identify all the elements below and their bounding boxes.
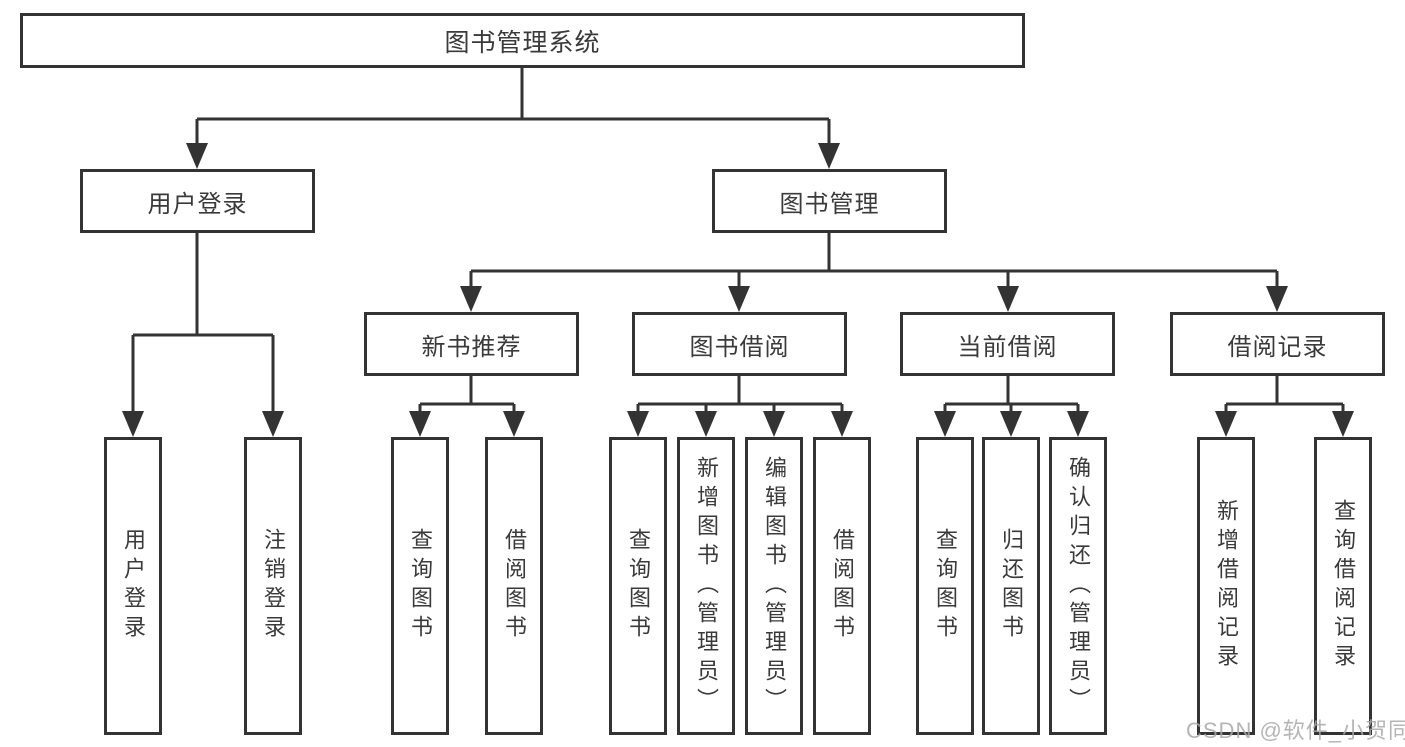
- leaf-query-books-borrow: 查询图书: [609, 437, 667, 735]
- node-label: 查询图书: [933, 528, 958, 644]
- node-user-login: 用户登录: [80, 169, 315, 233]
- node-label: 注销登录: [261, 528, 286, 644]
- leaf-query-books-current: 查询图书: [916, 437, 974, 735]
- node-label: 查询图书: [626, 528, 651, 644]
- arrowhead-icon: [122, 143, 1354, 437]
- node-label: 新书推荐: [421, 333, 522, 361]
- leaf-user-login: 用户登录: [104, 437, 162, 735]
- node-label: 图书管理系统: [444, 28, 601, 57]
- node-borrow-records: 借阅记录: [1170, 312, 1385, 376]
- node-label: 编辑图书（管理员）: [762, 455, 787, 717]
- node-label: 借阅图书: [830, 528, 855, 644]
- node-label: 新增图书（管理员）: [694, 455, 719, 717]
- node-label: 归还图书: [999, 528, 1024, 644]
- node-new-book-recommend: 新书推荐: [364, 312, 579, 376]
- node-label: 用户登录: [121, 528, 146, 644]
- node-label: 图书借阅: [689, 333, 790, 361]
- node-label: 查询借阅记录: [1331, 499, 1356, 673]
- node-library-management-system: 图书管理系统: [20, 13, 1025, 68]
- leaf-logout-login: 注销登录: [244, 437, 302, 735]
- leaf-edit-books-admin: 编辑图书（管理员）: [745, 437, 803, 735]
- leaf-confirm-return-admin: 确认归还（管理员）: [1049, 437, 1107, 735]
- leaf-query-borrow-record: 查询借阅记录: [1314, 437, 1372, 735]
- connector-lines: [131, 68, 1345, 431]
- leaf-borrow-books-recommend: 借阅图书: [485, 437, 543, 735]
- node-label: 图书管理: [779, 190, 880, 218]
- node-label: 用户登录: [147, 190, 248, 218]
- node-label: 新增借阅记录: [1214, 499, 1239, 673]
- node-label: 借阅图书: [502, 528, 527, 644]
- node-book-management: 图书管理: [712, 169, 947, 233]
- node-label: 确认归还（管理员）: [1066, 455, 1091, 717]
- node-current-borrow: 当前借阅: [900, 312, 1115, 376]
- leaf-add-books-admin: 新增图书（管理员）: [677, 437, 735, 735]
- node-label: 当前借阅: [957, 333, 1058, 361]
- leaf-query-books-recommend: 查询图书: [391, 437, 449, 735]
- leaf-borrow-books: 借阅图书: [813, 437, 871, 735]
- node-label: 借阅记录: [1227, 333, 1328, 361]
- node-label: 查询图书: [408, 528, 433, 644]
- node-book-borrow: 图书借阅: [632, 312, 847, 376]
- csdn-watermark: CSDN @软件_小贺同学: [1186, 718, 1405, 743]
- leaf-return-books: 归还图书: [982, 437, 1040, 735]
- leaf-add-borrow-record: 新增借阅记录: [1197, 437, 1255, 735]
